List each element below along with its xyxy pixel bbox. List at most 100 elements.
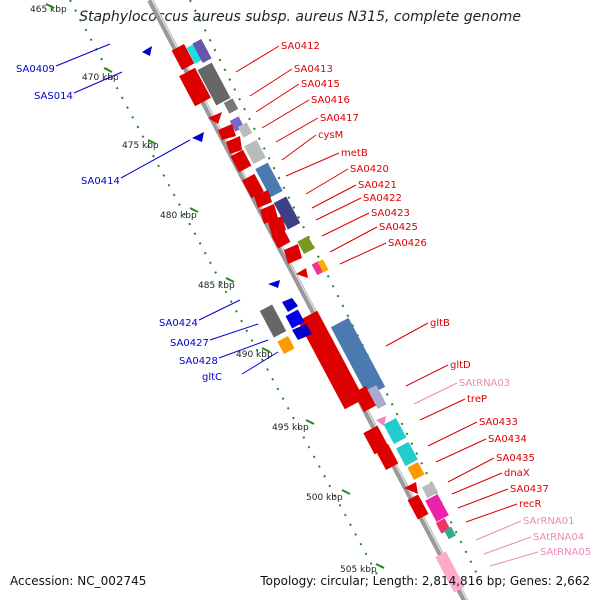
feature-label: SAS014 <box>34 91 73 102</box>
scale-tick <box>305 419 315 425</box>
feature-label: SA0421 <box>358 180 397 191</box>
label-leader-line <box>249 68 293 97</box>
label-leader-line <box>427 421 478 447</box>
feature-label: SA0433 <box>479 417 518 428</box>
feature-cysm-b <box>237 122 253 138</box>
label-leader-line <box>419 398 466 421</box>
scale-tick <box>375 563 385 569</box>
feature-label: SA0423 <box>371 208 410 219</box>
feature-sa0437 <box>421 481 439 499</box>
scale-tick <box>103 67 113 73</box>
feature-sa0426 <box>297 236 315 254</box>
feature-metb <box>218 124 236 140</box>
scale-tick <box>147 139 157 145</box>
label-leader-line <box>413 382 458 405</box>
scale-label: 505 kbp <box>340 565 377 575</box>
scale-label: 475 kbp <box>122 141 159 151</box>
feature-label: SA0409 <box>16 64 55 75</box>
label-leader-line <box>465 503 518 523</box>
scale-tick <box>341 489 351 495</box>
label-leader-line <box>447 457 495 483</box>
label-leader-line <box>475 520 522 541</box>
feature-sa0421 <box>230 149 252 173</box>
label-leader-line <box>275 117 319 143</box>
feature-satrna03 <box>376 416 386 426</box>
feature-sa0423 <box>254 190 272 208</box>
feature-sa0434 <box>375 444 399 470</box>
feature-label: SArRNA01 <box>523 516 574 527</box>
feature-label: metB <box>341 148 368 159</box>
feature-label: gltB <box>430 318 450 329</box>
feature-sa0426d <box>317 259 329 273</box>
feature-label: treP <box>467 394 487 405</box>
feature-sa0428 <box>292 324 312 340</box>
feature-label: SA0417 <box>320 113 359 124</box>
feature-sa0409 <box>142 46 152 56</box>
topology-text: Topology: circular; Length: 2,814,816 bp… <box>260 574 590 588</box>
feature-sa0427 <box>282 298 298 312</box>
feature-sa0424 <box>259 304 287 338</box>
feature-sa0425c <box>271 229 291 249</box>
label-leader-line <box>261 99 310 129</box>
scale-tick <box>45 3 55 9</box>
feature-sa0415 <box>179 67 211 107</box>
forward-features <box>171 38 465 593</box>
feature-satrna05 <box>435 551 465 593</box>
feature-recr-b <box>425 494 449 522</box>
feature-label: dnaX <box>504 468 530 479</box>
label-leader-line <box>311 184 357 209</box>
feature-sa0424-tick <box>268 280 280 288</box>
feature-gltd <box>353 386 377 412</box>
label-leader-line <box>457 488 509 509</box>
scale-label: 485 kbp <box>198 281 235 291</box>
scale-label: 490 kbp <box>236 350 273 360</box>
feature-labels: SA0412SA0413SA0415SA0416SA0417cysMmetBSA… <box>16 41 591 567</box>
scale-label: 495 kbp <box>272 423 309 433</box>
label-leader-line <box>235 45 280 73</box>
feature-sa0416 <box>223 98 239 114</box>
label-leader-line <box>385 322 429 347</box>
feature-label: SA0427 <box>170 338 209 349</box>
scale-tick <box>225 277 235 283</box>
label-leader-line <box>281 134 317 161</box>
accession-text: Accession: NC_002745 <box>10 574 147 588</box>
feature-sa0413 <box>192 38 212 64</box>
feature-sa0426e <box>296 268 308 278</box>
feature-sa0422 <box>242 173 264 199</box>
label-leader-line <box>315 197 362 221</box>
feature-label: SA0428 <box>179 356 218 367</box>
feature-label: SA0414 <box>81 176 120 187</box>
feature-label: gltD <box>450 360 471 371</box>
feature-label: SA0437 <box>510 484 549 495</box>
feature-sa0423b <box>273 196 301 230</box>
feature-sa0414 <box>192 132 204 142</box>
feature-label: SA0426 <box>388 238 427 249</box>
label-leader-line <box>55 43 111 67</box>
feature-dnax <box>404 482 418 494</box>
label-leader-line <box>483 536 532 555</box>
feature-sa0435 <box>407 462 425 480</box>
feature-recr <box>407 494 429 520</box>
feature-sa0421b <box>255 162 283 198</box>
genome-title: Staphylococcus aureus subsp. aureus N315… <box>79 9 521 25</box>
feature-gltc <box>277 336 295 354</box>
feature-sa0420 <box>226 136 242 154</box>
scale-label: 465 kbp <box>30 5 67 15</box>
label-leader-line <box>489 551 539 567</box>
feature-sa0434b <box>396 441 418 467</box>
label-leader-line <box>435 438 487 463</box>
label-leader-line <box>305 168 349 195</box>
feature-sa0426b <box>284 244 302 264</box>
feature-sa0425 <box>260 204 278 224</box>
label-leader-line <box>405 364 449 387</box>
feature-label: recR <box>519 499 542 510</box>
feature-label: SA0434 <box>488 434 527 445</box>
scale-tick <box>189 207 199 213</box>
feature-label: SAtRNA04 <box>533 532 584 543</box>
label-leader-line <box>73 71 123 94</box>
feature-sa0415b <box>197 62 231 106</box>
label-leader-line <box>218 339 269 359</box>
feature-label: SA0422 <box>363 193 402 204</box>
label-leader-line <box>255 83 300 113</box>
